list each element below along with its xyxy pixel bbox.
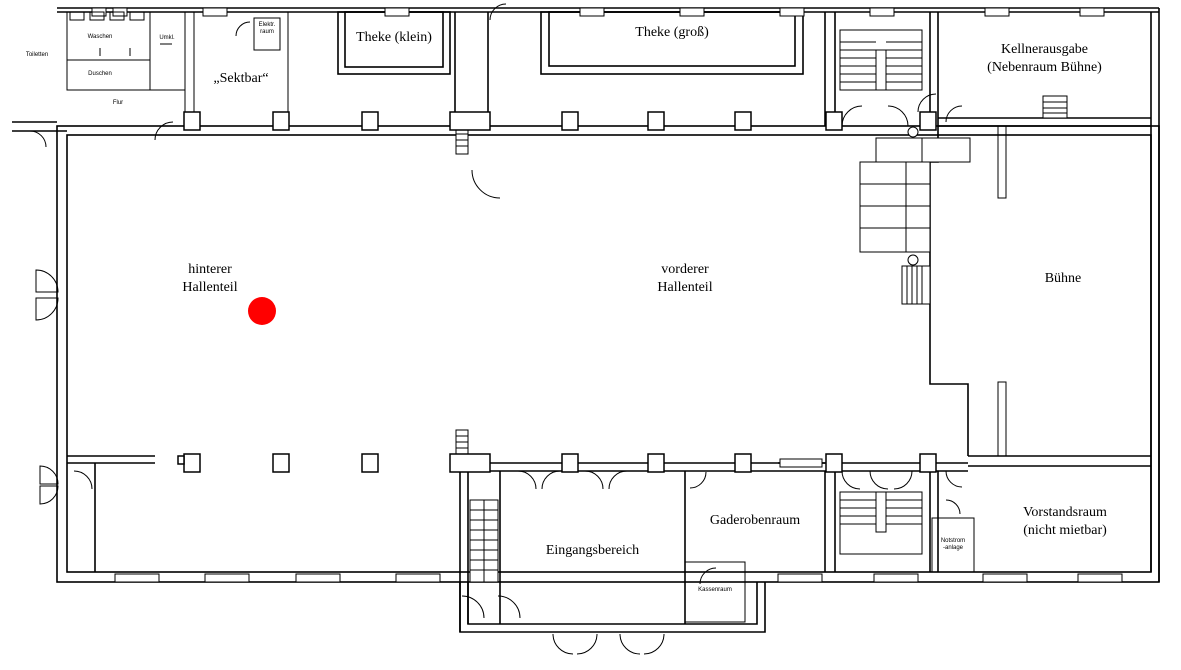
label-hinterer-line2: Hallenteil — [182, 279, 238, 295]
label-notstrom-line2: -anlage — [942, 545, 963, 552]
label-kellnerausgabe-line1: Kellnerausgabe — [1000, 42, 1089, 57]
label-elektroraum-line2: raum — [260, 29, 274, 36]
label-elektroraum: Elektr. raum — [254, 22, 280, 36]
label-vorderer-line2: Hallenteil — [657, 279, 713, 295]
label-vorderer-line1: vorderer — [661, 262, 709, 277]
label-kellnerausgabe: Kellnerausgabe (Nebenraum Bühne) — [938, 41, 1151, 76]
label-buehne: Bühne — [1044, 271, 1082, 286]
label-notstrom-line1: Notstrom — [940, 538, 966, 544]
label-eingangsbereich: Eingangsbereich — [545, 543, 640, 558]
label-vorstandsraum: Vorstandsraum (nicht mietbar) — [980, 504, 1150, 539]
label-toiletten: Toiletten — [25, 52, 49, 58]
label-sektbar: „Sektbar“ — [213, 71, 269, 86]
location-marker — [248, 297, 276, 325]
staircases — [455, 29, 923, 583]
label-gaderobenraum: Gaderobenraum — [709, 513, 801, 528]
label-umkl: Umkl. — [159, 35, 175, 41]
label-theke-gross: Theke (groß) — [635, 25, 709, 40]
label-vorstandsraum-line1: Vorstandsraum — [1023, 505, 1107, 520]
label-kellnerausgabe-line2: (Nebenraum Bühne) — [987, 59, 1102, 75]
doors — [29, 3, 963, 655]
label-waschen: Waschen — [87, 34, 113, 40]
label-kassenraum: Kassenraum — [698, 587, 732, 593]
toilet-fixtures — [67, 11, 172, 61]
label-vorderer-hallenteil: vorderer Hallenteil — [625, 261, 745, 296]
label-vorstandsraum-line2: (nicht mietbar) — [1023, 522, 1107, 538]
windows — [91, 7, 1123, 583]
label-notstrom: Notstrom -anlage — [932, 538, 974, 552]
label-hinterer-line1: hinterer — [188, 262, 232, 277]
label-elektroraum-line1: Elektr. — [258, 22, 276, 28]
label-hinterer-hallenteil: hinterer Hallenteil — [150, 261, 270, 296]
stage — [859, 95, 1151, 467]
columns — [177, 111, 937, 473]
label-theke-klein: Theke (klein) — [356, 30, 432, 45]
label-flur: Flur — [112, 100, 124, 106]
label-duschen: Duschen — [88, 71, 112, 77]
